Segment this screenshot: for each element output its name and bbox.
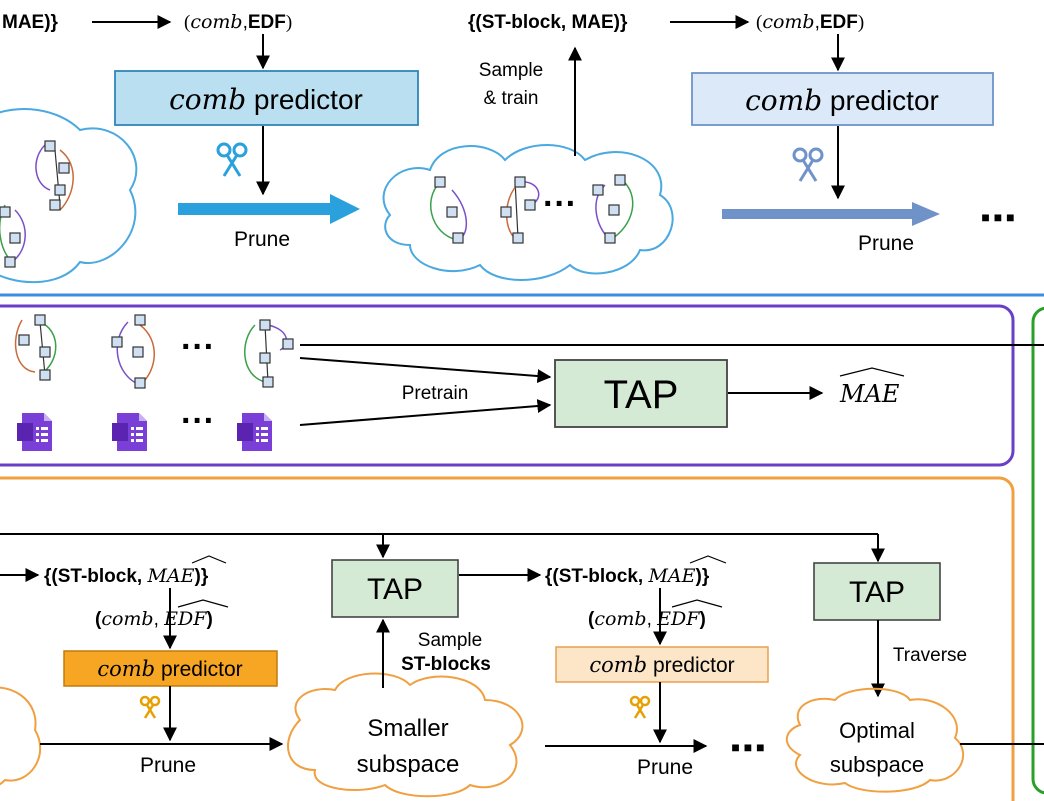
- top-comb-edf-1: (comb,EDF): [184, 11, 292, 33]
- bottom-comb-edf-2: (comb, EDF): [588, 608, 706, 630]
- middle-ellipsis-1: ···: [181, 328, 215, 366]
- top-prune-arrow-2: [722, 202, 940, 226]
- bottom-orange-border: [0, 476, 1015, 801]
- top-middle-st-blocks: ···: [429, 174, 634, 244]
- top-cloud-middle: [382, 144, 674, 281]
- middle-arrow-blocks-to-tap: [299, 357, 552, 384]
- middle-purple-border: [0, 304, 1015, 467]
- top-ellipsis-end: ■ ■ ■: [981, 209, 1014, 225]
- bottom-cloud-optimal-subspace: [785, 687, 965, 793]
- bottom-set-2: {(ST-block, MAE)}: [545, 565, 710, 587]
- bottom-set-1-hat: [191, 555, 227, 564]
- top-cloud-left: [0, 108, 138, 284]
- document-icon: [112, 413, 147, 451]
- top-predictor-2-label: comb predictor: [745, 84, 939, 117]
- top-sample-label: Sample: [479, 60, 543, 81]
- top-prune-1-label: Prune: [234, 228, 290, 251]
- top-left-set-label: MAE)}: [2, 12, 59, 33]
- right-green-panel: [1031, 306, 1044, 795]
- middle-st-blocks: ···: [14, 314, 294, 389]
- document-icon: [17, 413, 52, 451]
- scissors-icon: [629, 695, 651, 719]
- bottom-section: {(ST-block, MAE)} (comb, EDF) comb predi…: [0, 476, 1044, 801]
- bottom-predictor-1-box: [63, 650, 278, 687]
- bottom-set-2-hat: [689, 555, 727, 564]
- bottom-cloud-left: [0, 686, 42, 786]
- middle-ellipsis-2: ···: [181, 402, 215, 440]
- bottom-tap-1-box: [331, 559, 459, 618]
- bottom-ellipsis: ■ ■ ■: [731, 739, 764, 755]
- top-prune-2-label: Prune: [858, 232, 914, 255]
- bottom-subspace-label: subspace: [357, 751, 460, 778]
- top-ellipsis: ···: [543, 185, 577, 223]
- top-predictor-2-box: [691, 72, 994, 126]
- bottom-comb-edf-1-hat: [177, 599, 229, 608]
- scissors-icon: [792, 147, 824, 182]
- top-predictor-1-box: [114, 70, 419, 126]
- bottom-optimal-subspace-label: subspace: [830, 752, 924, 777]
- middle-tap-label: TAP: [604, 373, 679, 417]
- bottom-predictor-1-label: comb predictor: [97, 657, 242, 681]
- bottom-optimal-label: Optimal: [839, 718, 915, 743]
- top-train-label: & train: [484, 88, 539, 109]
- top-predictor-1-label: comb predictor: [169, 83, 363, 116]
- bottom-predictor-2-label: comb predictor: [589, 653, 734, 677]
- middle-doc-icons: [17, 413, 272, 451]
- bottom-st-blocks-label: ST-blocks: [401, 654, 491, 675]
- bottom-set-1: {(ST-block, MAE)}: [44, 565, 209, 587]
- middle-section: ··· ··· Pretrain TAP MAE: [0, 304, 1044, 467]
- bottom-smaller-label: Smaller: [367, 715, 448, 742]
- top-right-set-label: {(ST-block, MAE)}: [468, 12, 628, 33]
- bottom-sample-label: Sample: [418, 630, 482, 651]
- top-comb-edf-2: (comb,EDF): [756, 11, 864, 33]
- bottom-prune-1-label: Prune: [140, 754, 196, 777]
- bottom-traverse-label: Traverse: [893, 645, 967, 666]
- middle-pretrain-label: Pretrain: [402, 383, 469, 404]
- document-icon: [237, 413, 272, 451]
- bottom-prune-2-label: Prune: [637, 756, 693, 779]
- middle-output-hat: [839, 367, 905, 377]
- scissors-icon: [216, 142, 248, 177]
- top-section: MAE)} (comb,EDF) comb predictor Prune: [0, 11, 1015, 284]
- bottom-comb-edf-1: (comb, EDF): [95, 608, 213, 630]
- middle-arrow-docs-to-tap: [299, 399, 552, 426]
- bottom-tap-2-label: TAP: [849, 576, 905, 609]
- bottom-cloud-smaller-subspace: [287, 672, 524, 798]
- bottom-tap-1-label: TAP: [367, 573, 423, 606]
- middle-tap-box: [554, 359, 728, 428]
- top-prune-arrow-1: [178, 194, 360, 224]
- scissors-icon: [139, 695, 161, 719]
- middle-output-mae: MAE: [839, 380, 900, 408]
- bottom-comb-edf-2-hat: [671, 599, 723, 608]
- top-left-st-blocks: [0, 140, 74, 268]
- bottom-predictor-2-box: [555, 646, 769, 683]
